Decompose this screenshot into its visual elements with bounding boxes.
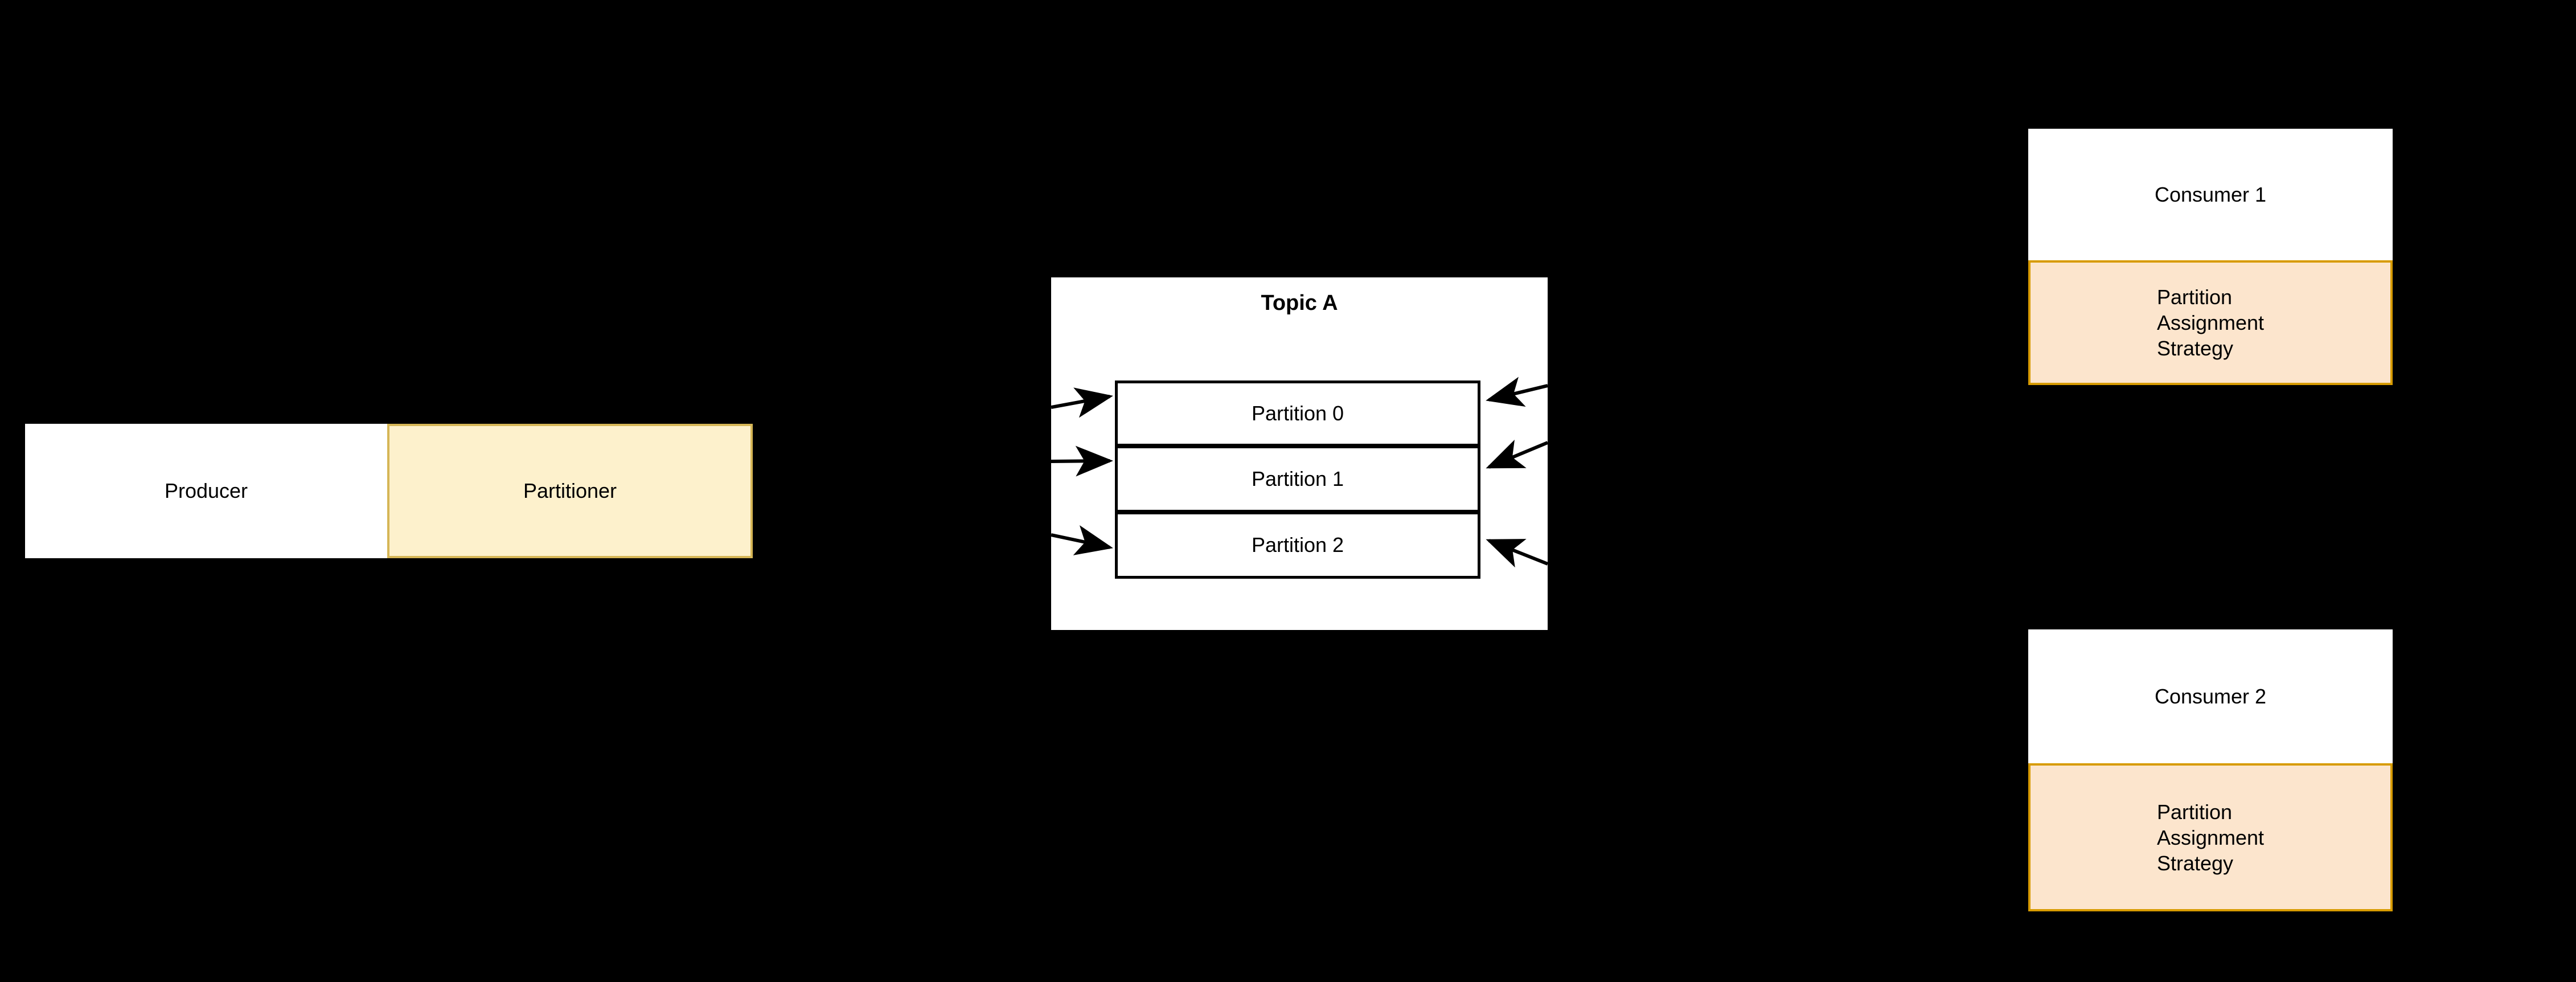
partition-1-label: Partition 1 [1251, 467, 1344, 490]
partition-to-consumer-arrows [1486, 377, 1548, 568]
partition-2-label: Partition 2 [1251, 533, 1344, 557]
producer-label: Producer [164, 478, 248, 502]
partition-0-box[interactable]: Partition 0 [1115, 380, 1480, 447]
partitioner-label: Partitioner [523, 478, 617, 502]
partition-1-box[interactable]: Partition 1 [1115, 447, 1480, 513]
producer-box[interactable]: Producer [25, 424, 387, 558]
consumer-1-strategy-label: Partition Assignment Strategy [2156, 285, 2265, 360]
partitioner-box[interactable]: Partitioner [387, 424, 753, 558]
consumer-2-box[interactable]: Consumer 2 [2028, 629, 2393, 763]
partition-2-box[interactable]: Partition 2 [1115, 513, 1480, 579]
partition-0-label: Partition 0 [1251, 401, 1344, 425]
consumer-1-label: Consumer 1 [2154, 182, 2267, 206]
consumer-2-strategy-label: Partition Assignment Strategy [2156, 800, 2265, 875]
consumer-2-strategy-box[interactable]: Partition Assignment Strategy [2028, 763, 2393, 911]
consumer-1-strategy-box[interactable]: Partition Assignment Strategy [2028, 260, 2393, 385]
topic-a-title: Topic A [1261, 291, 1338, 315]
consumer-2-label: Consumer 2 [2154, 684, 2267, 708]
topic-a-box[interactable]: Topic A [1051, 277, 1548, 630]
producer-to-partition-arrows [1051, 387, 1113, 555]
consumer-1-box[interactable]: Consumer 1 [2028, 129, 2393, 260]
